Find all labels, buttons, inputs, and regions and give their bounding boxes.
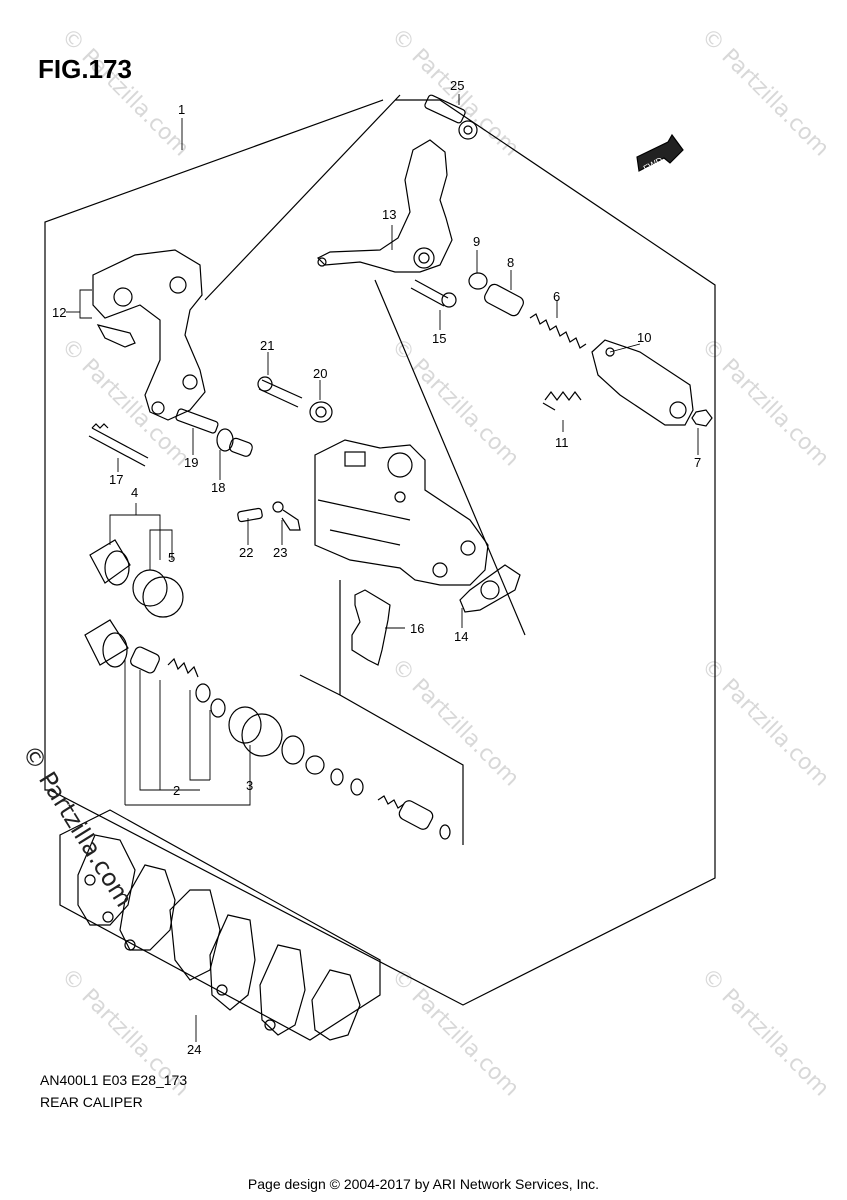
callout-9: 9 xyxy=(473,234,480,249)
callout-14: 14 xyxy=(454,629,468,644)
callout-15: 15 xyxy=(432,331,446,346)
spring-icon xyxy=(542,391,582,411)
bolt-icon xyxy=(216,428,253,457)
nut-icon xyxy=(691,409,713,427)
ring-icon xyxy=(210,698,226,718)
callout-11: 11 xyxy=(555,435,569,450)
piston-seal-icon xyxy=(241,713,283,757)
pad-spring-icon xyxy=(351,589,391,666)
adjuster-icon xyxy=(130,646,160,674)
piston-seal-icon xyxy=(228,706,262,744)
callout-24: 24 xyxy=(187,1042,201,1057)
page-design-credit: Page design © 2004-2017 by ARI Network S… xyxy=(247,1176,600,1192)
caliper-bracket-icon xyxy=(316,139,453,273)
callout-2: 2 xyxy=(173,783,180,798)
boot-icon xyxy=(309,401,333,423)
spring-icon xyxy=(167,657,199,678)
callout-20: 20 xyxy=(313,366,327,381)
callout-18: 18 xyxy=(211,480,225,495)
adjuster-icon xyxy=(305,755,364,796)
callout-12: 12 xyxy=(52,305,66,320)
brake-pad-icon xyxy=(259,944,306,1036)
pin-icon xyxy=(257,376,303,408)
caliper-body-icon xyxy=(314,439,489,586)
o-ring-icon xyxy=(468,272,488,290)
callout-1: 1 xyxy=(178,102,185,117)
callout-13: 13 xyxy=(382,207,396,222)
bleeder-cap-icon xyxy=(272,501,301,531)
callout-16: 16 xyxy=(410,621,424,636)
piston-icon xyxy=(89,539,131,586)
spring-icon xyxy=(529,313,587,349)
pad-set-outline xyxy=(59,809,381,1041)
callout-6: 6 xyxy=(553,289,560,304)
brake-pad-icon xyxy=(169,889,221,981)
callout-4: 4 xyxy=(131,485,138,500)
piston-seal-icon xyxy=(142,576,184,618)
callout-22: 22 xyxy=(239,545,253,560)
section-name: REAR CALIPER xyxy=(40,1094,143,1110)
fwd-arrow-icon xyxy=(636,133,684,172)
callout-8: 8 xyxy=(507,255,514,270)
callout-7: 7 xyxy=(694,455,701,470)
bolt-icon xyxy=(410,279,457,308)
assembly-outline xyxy=(44,99,716,1006)
callout-5: 5 xyxy=(168,550,175,565)
parking-lever-icon xyxy=(591,339,694,426)
pin-icon xyxy=(88,423,149,467)
brake-pad-icon xyxy=(209,914,256,1011)
callout-21: 21 xyxy=(260,338,274,353)
support-bracket-icon xyxy=(92,249,206,421)
callout-10: 10 xyxy=(637,330,651,345)
bleeder-valve-icon xyxy=(237,507,263,523)
ring-icon xyxy=(195,683,211,703)
ring-icon xyxy=(281,735,305,765)
piston-icon xyxy=(84,619,129,668)
threaded-rod-icon xyxy=(377,795,451,840)
figure-title: FIG.173 xyxy=(38,54,132,84)
callout-23: 23 xyxy=(273,545,287,560)
gasket-icon xyxy=(459,564,521,613)
pin-icon xyxy=(175,408,219,434)
callout-3: 3 xyxy=(246,778,253,793)
bolt-icon xyxy=(424,94,478,140)
model-code: AN400L1 E03 E28_173 xyxy=(40,1072,188,1088)
brake-pad-icon xyxy=(119,864,176,951)
callout-19: 19 xyxy=(184,455,198,470)
brake-pad-icon xyxy=(77,834,136,926)
brake-pad-icon xyxy=(311,969,361,1041)
sleeve-icon xyxy=(484,283,524,317)
callout-25: 25 xyxy=(450,78,464,93)
piston-seal-icon xyxy=(132,569,168,607)
callout-17: 17 xyxy=(109,472,123,487)
